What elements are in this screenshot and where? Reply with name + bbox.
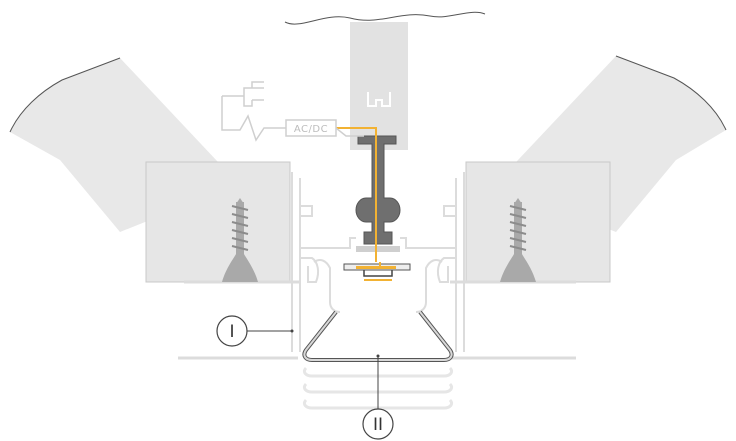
- driver-group: [221, 81, 364, 142]
- left-panel: [145, 161, 291, 283]
- profile-right-wall: [400, 172, 465, 352]
- right-board: [486, 55, 727, 232]
- callout-I-label: I: [229, 322, 234, 342]
- hanging-bracket: [355, 135, 401, 252]
- power-wire: [322, 127, 392, 281]
- driver-label: AC/DC: [294, 124, 328, 135]
- diffuser-cover: [302, 310, 454, 362]
- ceiling-beam: [350, 22, 408, 150]
- left-board: [9, 57, 250, 232]
- callout-II-label: II: [373, 415, 383, 435]
- callout-II: [362, 354, 394, 440]
- led-strip-icon: [343, 263, 411, 277]
- callout-I: [216, 315, 294, 347]
- right-panel: [465, 161, 611, 283]
- profile-left-wall: [291, 172, 356, 352]
- ceiling-cutaway: [284, 0, 486, 25]
- screw-icon: [222, 198, 258, 282]
- screw-icon: [500, 198, 536, 282]
